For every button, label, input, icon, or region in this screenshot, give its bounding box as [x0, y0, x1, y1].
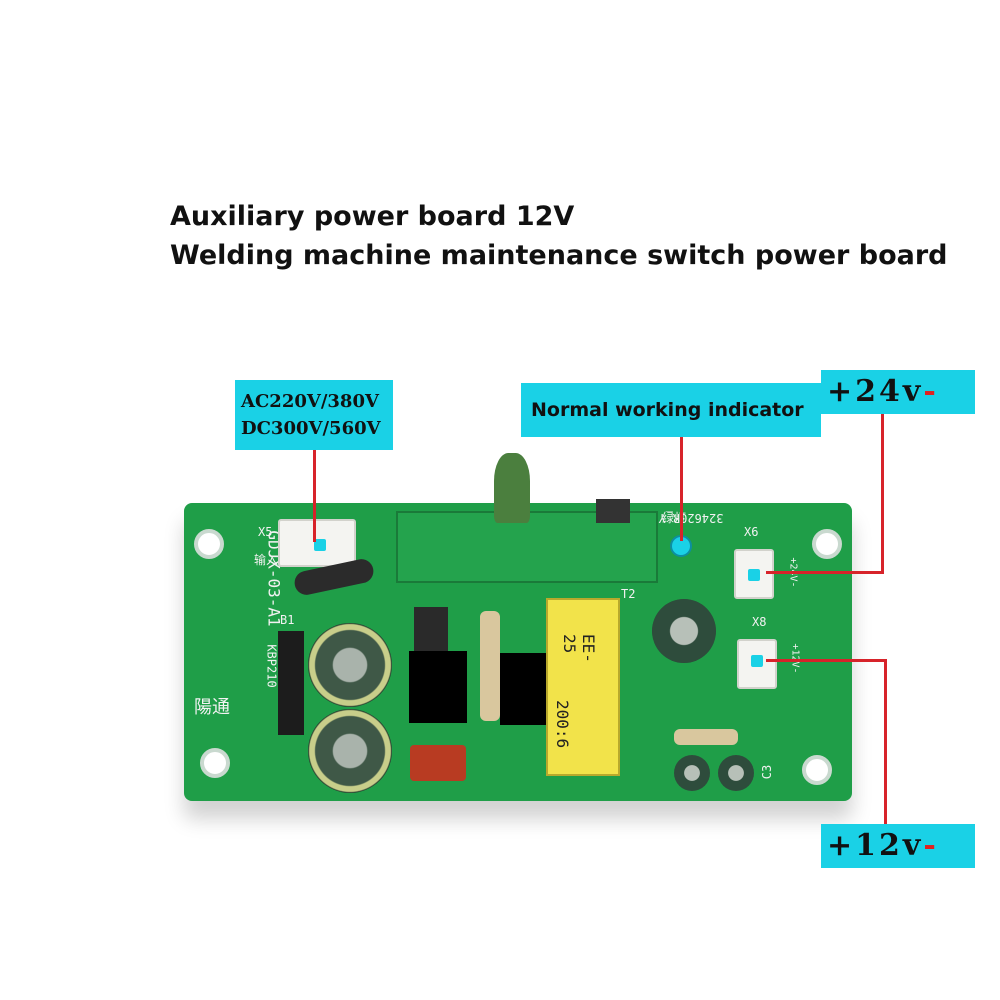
- transformer: EE-25 200:6: [546, 598, 620, 776]
- output-capacitor: [652, 599, 716, 663]
- output-24v-text: +24v: [827, 374, 924, 409]
- film-capacitor: [410, 745, 466, 781]
- output-12v-text: +12v: [827, 828, 924, 863]
- mount-hole: [802, 755, 832, 785]
- mosfet-top: [596, 499, 630, 523]
- mount-hole: [812, 529, 842, 559]
- brand-silk: 陽通: [194, 697, 230, 718]
- indicator-leader-line: [680, 437, 683, 541]
- b1-silk: B1: [280, 613, 295, 627]
- x5-silk: X5: [258, 525, 273, 539]
- power-resistor: [480, 611, 500, 721]
- small-capacitor-1: [674, 755, 710, 791]
- rectifier-silk: KBP210: [264, 644, 279, 688]
- title-line-1: Auxiliary power board 12V: [170, 201, 575, 232]
- daughter-board: [396, 511, 658, 583]
- output-12v-connector: [737, 639, 777, 689]
- input-leader-line: [313, 450, 316, 542]
- out12-leader-vertical: [884, 659, 887, 825]
- input-voltage-ac: AC220V/380V: [241, 391, 379, 412]
- rectifier-bridge: [278, 631, 304, 735]
- x6-silk: X6: [744, 525, 759, 539]
- power-ic-1: [409, 651, 467, 723]
- resistor: [674, 729, 738, 745]
- input-connector: [278, 519, 356, 567]
- mount-hole: [200, 748, 230, 778]
- output-12v-label: +12v-: [821, 824, 975, 868]
- electrolytic-capacitor-1: [308, 623, 392, 707]
- output-12v-marker: [751, 655, 763, 667]
- output-24v-connector: [734, 549, 774, 599]
- mount-hole: [194, 529, 224, 559]
- power-board-photo: GDJX-03-A1 KBP210 324620R_Y82 X5 X6 X8 B…: [184, 453, 852, 801]
- output-12v-minus: -: [923, 828, 939, 863]
- input-mark-silk: 输入: [254, 553, 279, 567]
- output-24v-marker: [748, 569, 760, 581]
- output-24v-label: +24v-: [821, 370, 975, 414]
- small-capacitor-2: [718, 755, 754, 791]
- safety-capacitor: [494, 453, 530, 523]
- input-voltage-label: AC220V/380V DC300V/560V: [235, 380, 393, 450]
- out24-leader-vertical: [881, 414, 884, 574]
- inductor: [414, 607, 448, 651]
- title-line-2: Welding machine maintenance switch power…: [170, 240, 948, 271]
- output-24v-minus: -: [923, 374, 939, 409]
- c3-silk: C3: [760, 764, 775, 780]
- indicator-label: Normal working indicator: [521, 383, 821, 437]
- transformer-text-2: 200:6: [553, 700, 572, 749]
- transformer-text-1: EE-25: [560, 634, 598, 663]
- t2-silk: T2: [621, 587, 636, 601]
- input-voltage-dc: DC300V/560V: [241, 418, 381, 439]
- electrolytic-capacitor-2: [308, 709, 392, 793]
- out12-leader-horizontal: [766, 659, 887, 662]
- x8-silk: X8: [752, 615, 767, 629]
- input-connector-marker: [314, 539, 326, 551]
- out24-leader-horizontal: [766, 571, 884, 574]
